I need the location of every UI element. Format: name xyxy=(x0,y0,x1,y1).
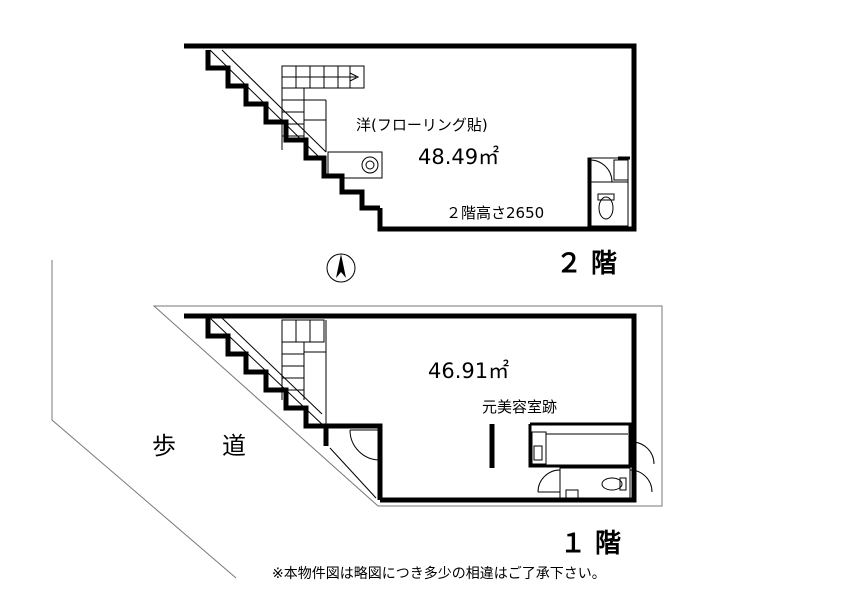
floor-1-stair-wall xyxy=(205,318,329,444)
floor-1-wet-area xyxy=(528,422,655,468)
floor-1-label: １ 階 xyxy=(560,529,621,559)
floor-2-stair-wall xyxy=(205,50,380,211)
floor-1-stair-diagonal-2 xyxy=(221,317,323,415)
floor-2-stair-treads xyxy=(281,65,365,152)
toilet-bowl-icon xyxy=(601,477,623,491)
floor-1-room-label: 元美容室跡 xyxy=(482,398,557,416)
sidewalk-label-1: 歩 xyxy=(152,432,176,460)
north-arrow-icon xyxy=(326,253,356,283)
floor-2-wash-basin xyxy=(327,151,383,179)
floor-2-area: 48.49㎡ xyxy=(418,145,499,169)
floor-1-stair-diagonal xyxy=(209,317,327,429)
floor-2-label: ２ 階 xyxy=(556,249,617,279)
floor-2-stair-diagonal xyxy=(221,49,327,153)
floor-1-plan xyxy=(152,305,663,507)
floor-2-plan xyxy=(184,43,637,232)
disclaimer-note: ※本物件図は略図につき多少の相違はご了承下さい。 xyxy=(272,565,606,582)
floor-2-walls xyxy=(184,43,637,232)
floor-2-stair-diagonal-2 xyxy=(209,49,321,159)
sidewalk-outline xyxy=(51,260,237,579)
floor-1-stair-treads xyxy=(281,319,327,426)
floor-2-room-label: 洋(フローリング貼) xyxy=(356,116,488,134)
sidewalk-label-2: 道 xyxy=(222,432,246,460)
floor-1-inner-wall xyxy=(326,423,383,500)
site-boundary xyxy=(152,305,663,507)
floor-1-toilet xyxy=(537,467,653,499)
floor-1-area: 46.91㎡ xyxy=(428,359,509,383)
floor-2-ceiling-height: ２階高さ2650 xyxy=(446,204,544,222)
toilet-bowl-icon xyxy=(598,196,614,220)
floor-1-walls xyxy=(184,313,637,503)
floor-1-entrance-door xyxy=(329,429,381,499)
floor-2-toilet xyxy=(587,156,630,227)
